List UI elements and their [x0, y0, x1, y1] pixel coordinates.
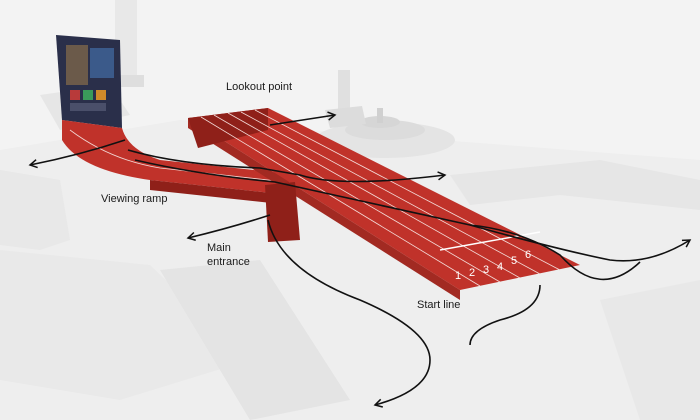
label-start-line: Start line — [417, 299, 461, 311]
label-lookout-point: Lookout point — [226, 81, 293, 93]
main-track — [188, 108, 580, 300]
lane-number: 3 — [483, 264, 489, 276]
lane-number: 2 — [469, 267, 475, 279]
label-viewing-ramp: Viewing ramp — [101, 193, 168, 205]
lane-number: 4 — [497, 261, 503, 273]
lane-number: 5 — [511, 255, 517, 267]
arrowhead-icon — [267, 219, 431, 408]
arrowhead-icon — [28, 139, 126, 169]
right-wall — [450, 160, 700, 210]
arrowhead-icon — [269, 111, 337, 126]
lane-number: 1 — [455, 270, 461, 282]
left-wall — [0, 170, 70, 250]
arrowhead-icon — [127, 149, 447, 183]
steps — [160, 260, 350, 420]
statue — [338, 70, 350, 110]
nelson-column — [115, 0, 137, 80]
lane-number: 6 — [525, 249, 531, 261]
lane-numbers: 1 2 3 4 5 6 — [455, 249, 531, 282]
start-line-mark — [439, 231, 541, 251]
fountain — [315, 108, 455, 158]
route-lines — [28, 111, 692, 408]
label-main-entrance-line2: entrance — [207, 256, 250, 268]
arrowhead-icon — [134, 159, 692, 262]
arrowhead-icon — [186, 214, 271, 241]
label-main-entrance-line1: Main — [207, 242, 231, 254]
bridge-pillar — [265, 182, 300, 242]
display-screen — [56, 35, 122, 128]
viewing-ramp — [62, 120, 300, 205]
